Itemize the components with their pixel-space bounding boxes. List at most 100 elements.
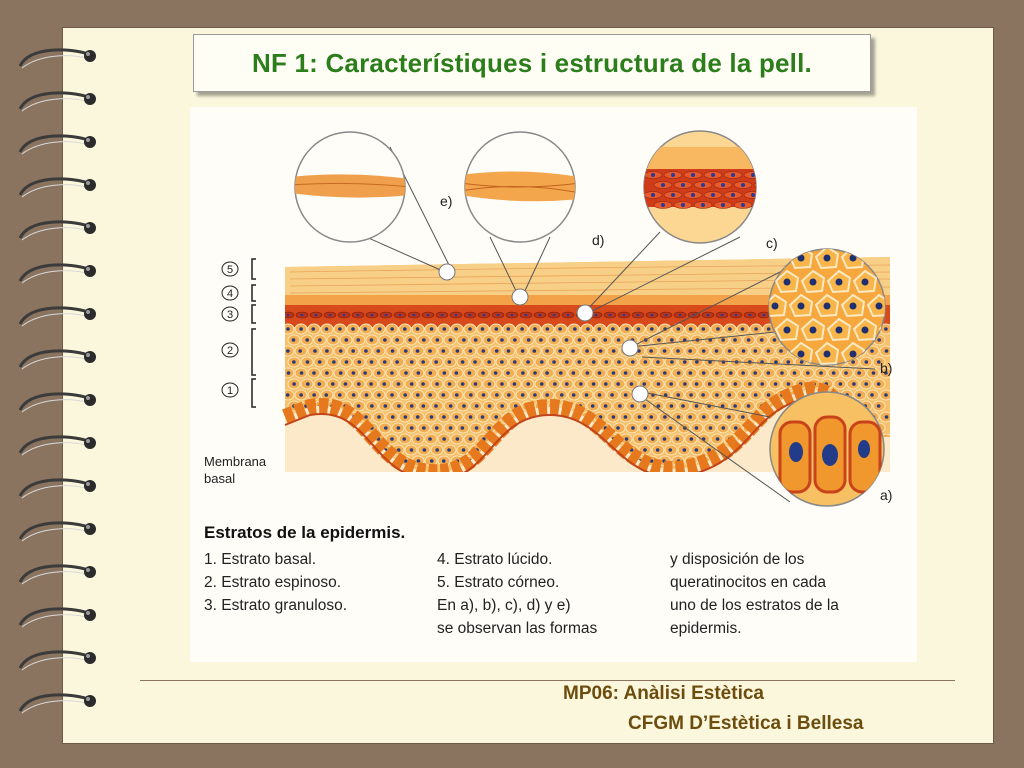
cell-nucleus (650, 327, 654, 331)
cell-nucleus (611, 371, 616, 375)
cell-nucleus (656, 404, 661, 408)
cell-nucleus (403, 415, 408, 419)
cell-nucleus (338, 371, 343, 375)
binding-ring (18, 306, 89, 325)
binding-hole-shine (86, 138, 90, 142)
cell-nucleus (664, 313, 668, 317)
cell-nucleus (286, 327, 290, 331)
cell-nucleus (694, 426, 699, 430)
detail-circle-d (464, 131, 576, 243)
cell-nucleus (857, 371, 861, 375)
cell-nucleus (676, 327, 681, 331)
cell-nucleus (675, 437, 680, 441)
cell-nucleus (864, 382, 869, 386)
caption-col-3: y disposición de los queratinocitos en c… (670, 551, 839, 637)
cell-nucleus (708, 426, 713, 430)
cell-nucleus (707, 382, 712, 386)
cell-nucleus (467, 371, 472, 375)
cell-nucleus (409, 404, 414, 408)
cell-nucleus (429, 415, 434, 419)
cell-nucleus (428, 437, 432, 441)
cell-nucleus (364, 349, 368, 353)
binding-ring (18, 650, 89, 669)
cell-nucleus (741, 415, 745, 419)
cell-nucleus (760, 382, 765, 386)
cell-nucleus (766, 349, 771, 353)
cell-nucleus (454, 313, 458, 317)
cell-nucleus (616, 382, 620, 386)
cell-nucleus (564, 382, 569, 386)
cell-nucleus (415, 349, 420, 353)
cell-nucleus (396, 426, 401, 430)
cell-nucleus (481, 393, 486, 397)
cell-nucleus (695, 360, 699, 364)
cell-nucleus (481, 349, 486, 353)
cell-nucleus (884, 371, 888, 375)
cell-nucleus (390, 393, 394, 397)
cell-nucleus (668, 448, 673, 452)
cell-nucleus (566, 313, 570, 317)
cell-nucleus (689, 393, 693, 397)
binding-hole-shine (86, 52, 90, 56)
cell-nucleus (460, 426, 465, 430)
cell-nucleus (351, 393, 356, 397)
cell-nucleus (494, 327, 499, 331)
cell-nucleus (383, 338, 387, 342)
cell-nucleus (324, 393, 329, 397)
binding-ring (18, 521, 89, 540)
cell-nucleus (753, 371, 757, 375)
cell-nucleus (616, 338, 621, 342)
layer-number: 2 (227, 345, 233, 357)
cell-nucleus (864, 360, 869, 364)
cell-nucleus (370, 404, 374, 408)
cell-nucleus (363, 371, 367, 375)
cell-nucleus (681, 404, 685, 408)
cell-nucleus (376, 349, 381, 353)
cell-nucleus (428, 349, 432, 353)
cell-nucleus (421, 382, 425, 386)
cell-nucleus (708, 360, 712, 364)
cell-nucleus (701, 415, 706, 419)
binding-hole (84, 394, 96, 406)
cell-nucleus (682, 448, 687, 452)
title-box: NF 1: Característiques i estructura de l… (193, 34, 871, 92)
cell-nucleus (398, 313, 402, 317)
cell-nucleus (422, 426, 426, 430)
cell-nucleus (603, 338, 608, 342)
cell-nucleus (783, 326, 791, 334)
binding-ring (18, 435, 89, 454)
binding-ring-highlight (21, 55, 87, 69)
cell-nucleus (416, 371, 421, 375)
cell-nucleus (650, 371, 654, 375)
cell-nucleus (597, 327, 602, 331)
cell-nucleus (884, 327, 888, 331)
cell-nucleus (565, 360, 569, 364)
cell-nucleus (363, 327, 367, 331)
cell-nucleus (448, 404, 453, 408)
cell-nucleus (520, 327, 524, 331)
cell-nucleus (618, 404, 622, 408)
cell-nucleus (762, 313, 766, 317)
binding-hole (84, 652, 96, 664)
detail-circle-e (294, 131, 406, 243)
cell-nucleus (448, 426, 453, 430)
cell-nucleus (442, 437, 446, 441)
binding-ring (18, 220, 89, 239)
cell-nucleus (591, 382, 596, 386)
cell-nucleus (753, 349, 758, 353)
cell-nucleus (422, 448, 427, 452)
binding-ring (18, 349, 89, 368)
cell-nucleus (691, 173, 695, 177)
cell-nucleus (468, 327, 472, 331)
cell-nucleus (610, 393, 614, 397)
cell-nucleus (594, 313, 598, 317)
cell-nucleus (571, 371, 576, 375)
cell-nucleus (797, 350, 805, 358)
cell-nucleus (797, 302, 805, 310)
binding-hole-shine (86, 525, 90, 529)
cell-nucleus (409, 448, 414, 452)
cell-nucleus (526, 382, 531, 386)
cell-nucleus (461, 448, 466, 452)
cell-nucleus (733, 382, 738, 386)
cell-nucleus (571, 349, 575, 353)
